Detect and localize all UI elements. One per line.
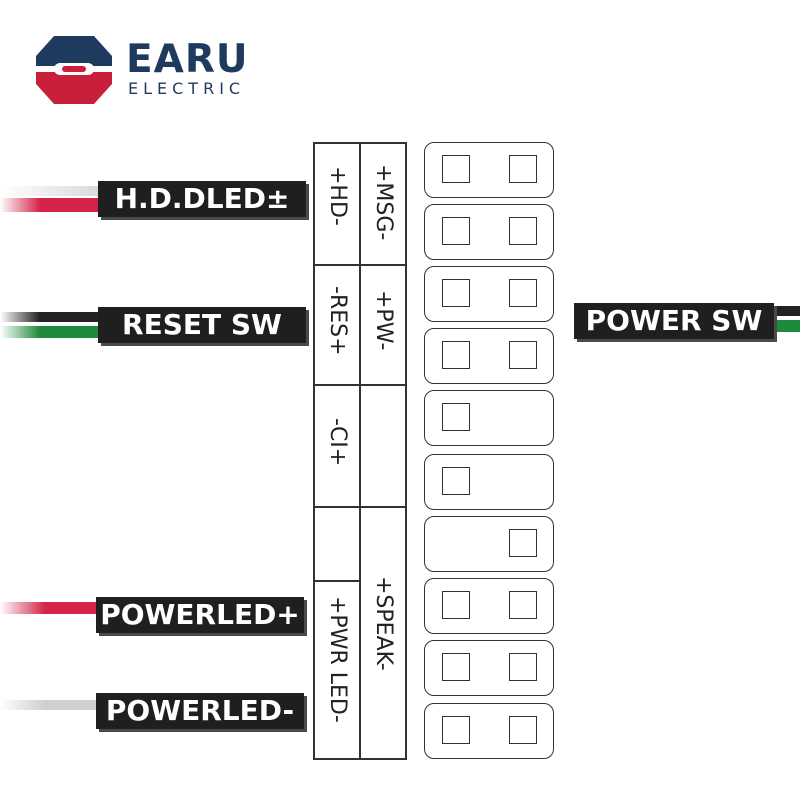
pin-right xyxy=(509,716,537,744)
hd-text: +HD- xyxy=(325,166,350,226)
power-led-minus-wire xyxy=(0,700,100,710)
power-led-plus-label: POWERLED+ xyxy=(96,597,304,633)
hdd-led-label: H.D.DLED± xyxy=(98,181,306,217)
speak-cell: +SPEAK- xyxy=(359,506,407,760)
brand-name: EARU xyxy=(126,37,249,82)
pin-row xyxy=(424,578,554,634)
ci-text: -CI+ xyxy=(325,418,350,467)
power-led-plus-wire xyxy=(0,602,100,614)
pin-left xyxy=(442,716,470,744)
hd-cell: +HD- xyxy=(313,142,361,266)
pwr-led-text: +PWR LED- xyxy=(325,596,350,723)
pin-row xyxy=(424,454,554,510)
pin-row xyxy=(424,204,554,260)
pin-right xyxy=(509,155,537,183)
pin-left xyxy=(442,467,470,495)
power-led-minus-label: POWERLED- xyxy=(96,693,304,729)
pin-right xyxy=(509,529,537,557)
pin-left xyxy=(442,217,470,245)
pin-left xyxy=(442,155,470,183)
pin-row xyxy=(424,390,554,446)
pin-right xyxy=(509,279,537,307)
brand-subtitle: ELECTRIC xyxy=(128,79,246,98)
power-sw-label: POWER SW xyxy=(574,303,774,339)
earu-logo-icon xyxy=(36,36,112,104)
reset-sw-label: RESET SW xyxy=(98,307,306,343)
pin-left xyxy=(442,653,470,681)
pin-row xyxy=(424,142,554,198)
pwr-led-cell: +PWR LED- xyxy=(313,580,361,760)
empty-cell xyxy=(359,384,407,508)
pin-row xyxy=(424,328,554,384)
pin-row xyxy=(424,266,554,322)
msg-text: +MSG- xyxy=(371,164,396,241)
pin-right xyxy=(509,591,537,619)
pin-right xyxy=(509,217,537,245)
speak-text: +SPEAK- xyxy=(371,576,396,671)
pin-right xyxy=(509,341,537,369)
pin-left xyxy=(442,403,470,431)
pw-text: +PW- xyxy=(371,290,396,351)
msg-cell: +MSG- xyxy=(359,142,407,266)
res-text: -RES+ xyxy=(325,286,350,356)
pin-left xyxy=(442,279,470,307)
res-cell: -RES+ xyxy=(313,264,361,386)
pin-left xyxy=(442,341,470,369)
pin-right xyxy=(509,653,537,681)
pw-cell: +PW- xyxy=(359,264,407,386)
pin-left xyxy=(442,591,470,619)
pin-row xyxy=(424,640,554,696)
ci-cell: -CI+ xyxy=(313,384,361,508)
pin-row xyxy=(424,516,554,572)
pin-row xyxy=(424,703,554,759)
